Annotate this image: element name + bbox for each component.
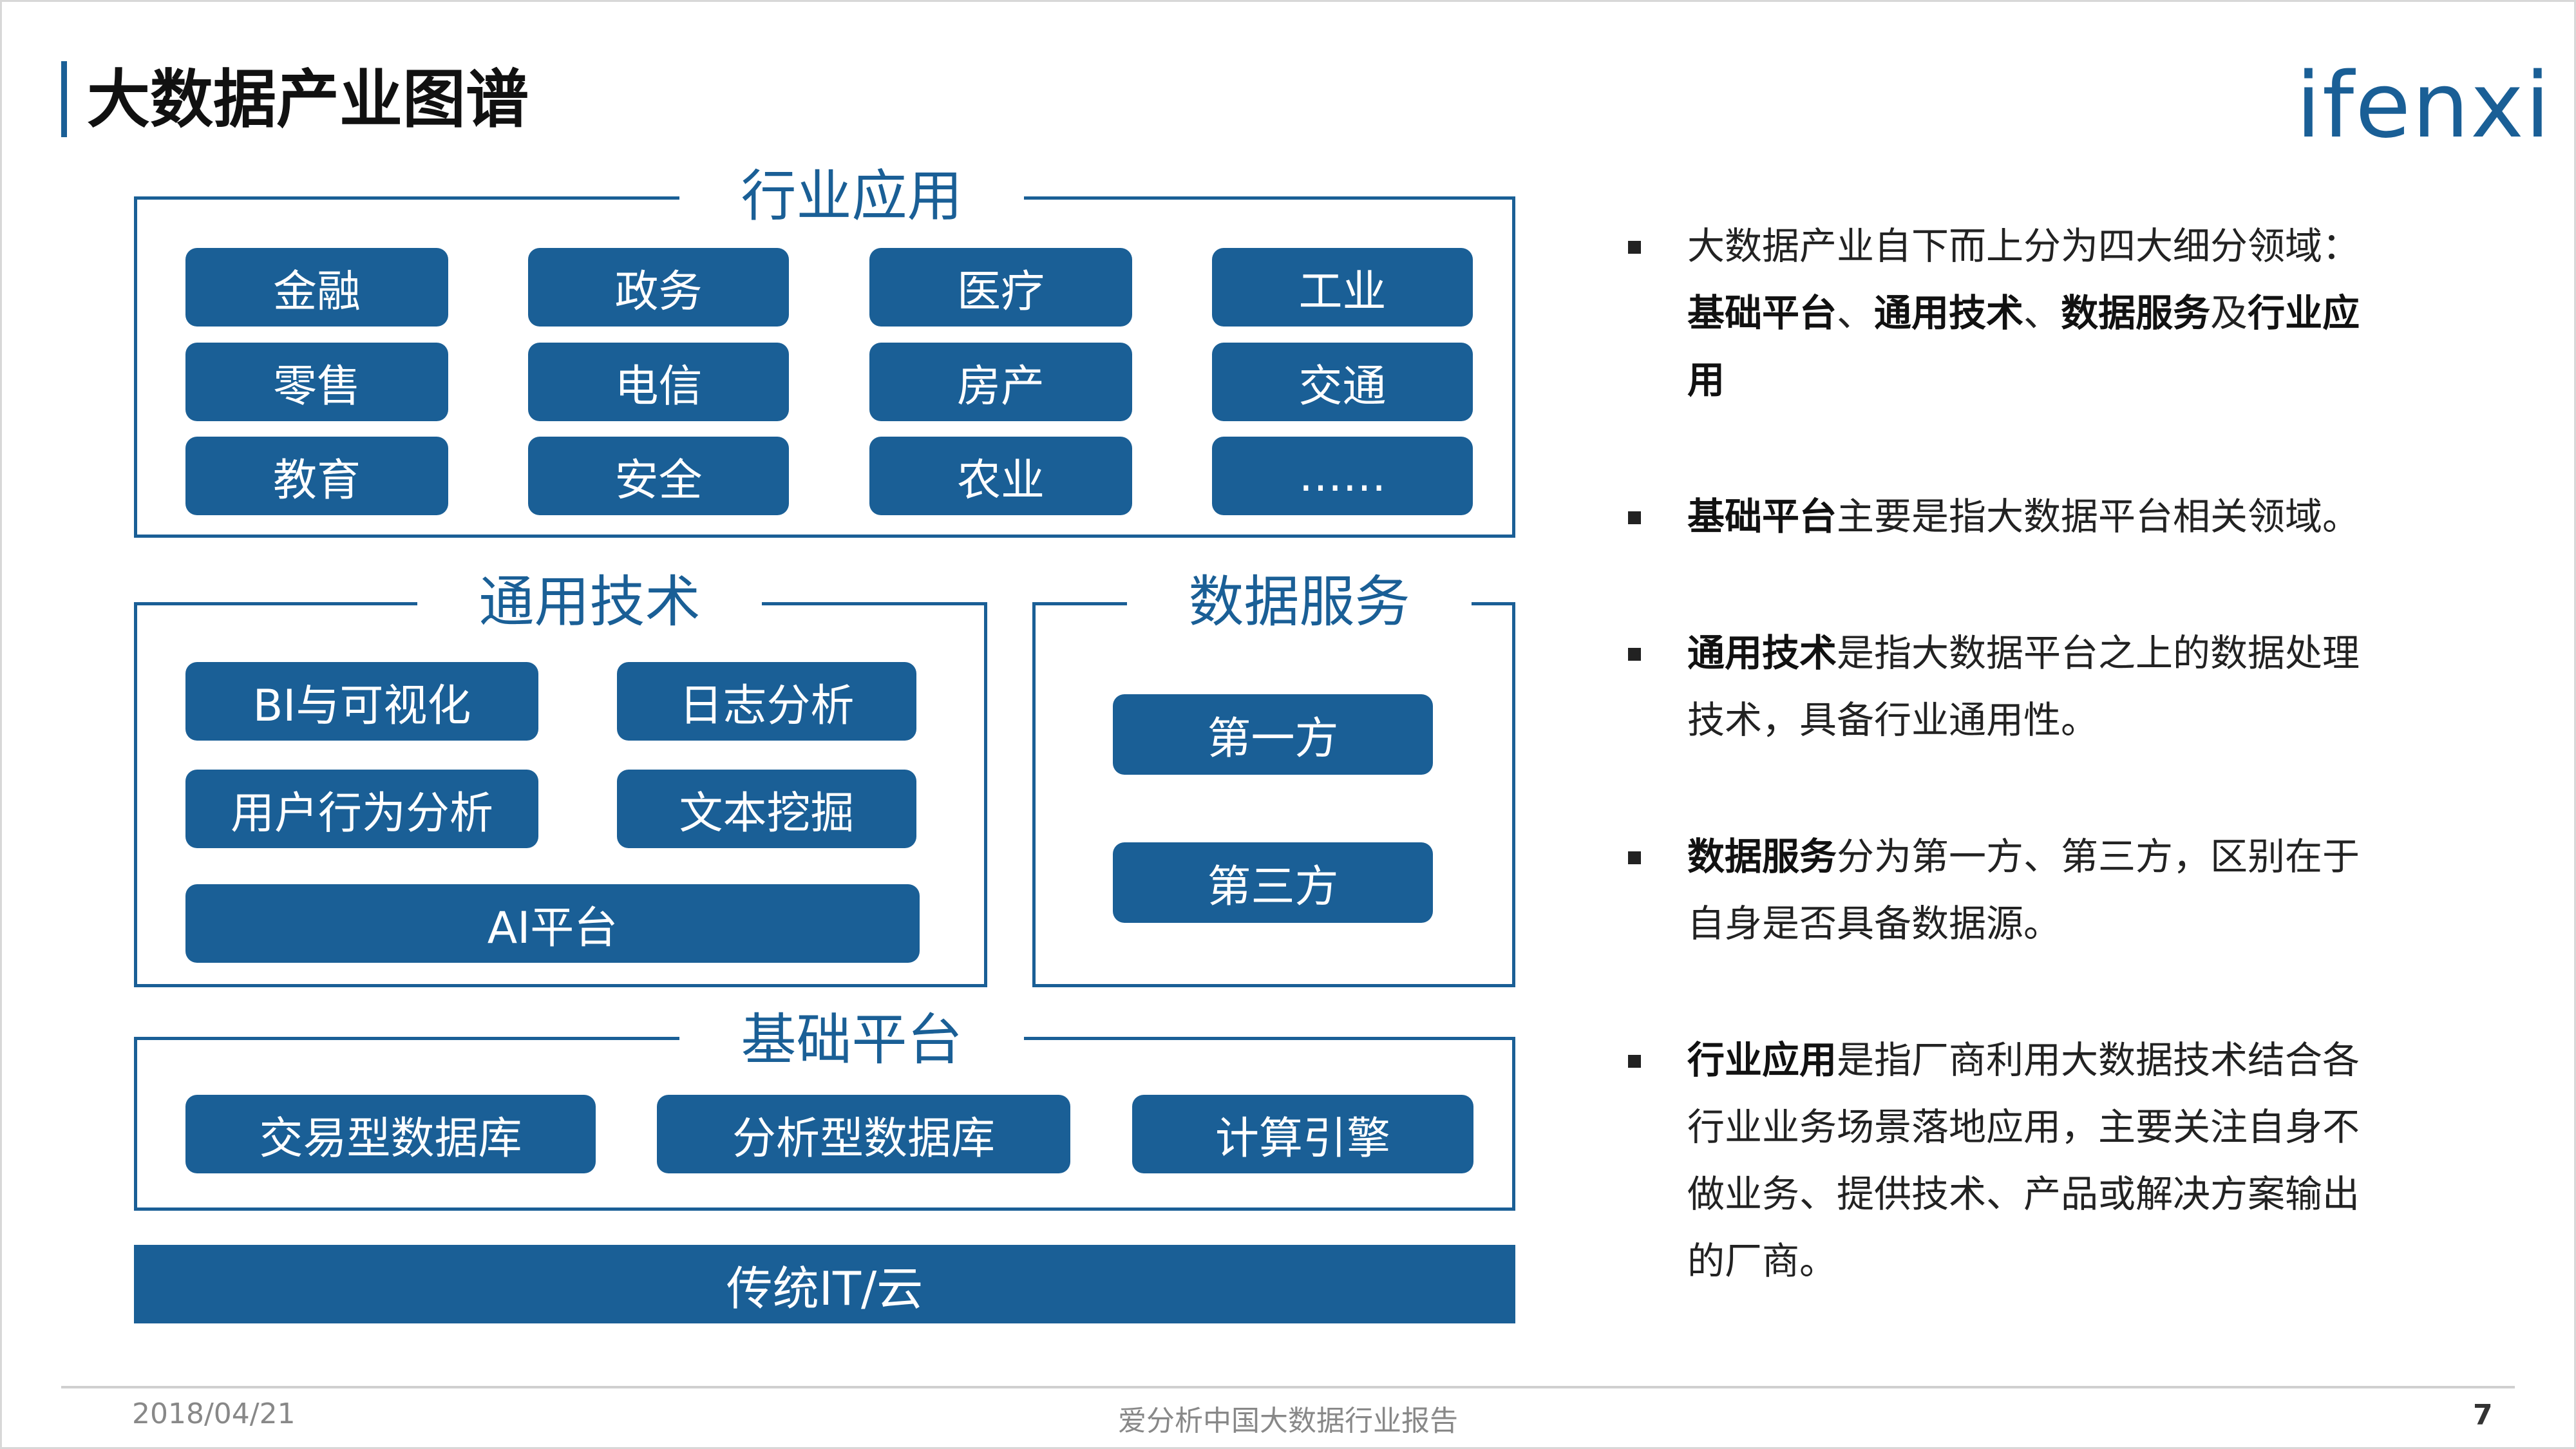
footer-report-title: 爱分析中国大数据行业报告 [1118,1405,1458,1437]
bullet-industry: 行业应用是指厂商利用大数据技术结合各行业业务场景落地应用，主要关注自身不做业务、… [1623,1027,2396,1294]
platform-item-transactional-db: 交易型数据库 [185,1095,596,1173]
industry-item-more: …… [1212,437,1473,515]
service-item-first-party: 第一方 [1113,694,1433,775]
bullet-square-icon [1628,648,1641,661]
bullet-square-icon [1628,241,1641,254]
bullet-square-icon [1628,1055,1641,1068]
bullet-platform: 基础平台主要是指大数据平台相关领域。 [1623,483,2396,550]
industry-item-manufacturing: 工业 [1212,248,1473,327]
bullet-service: 数据服务分为第一方、第三方，区别在于自身是否具备数据源。 [1623,823,2396,957]
industry-item-telecom: 电信 [528,343,789,421]
platform-item-compute-engine: 计算引擎 [1132,1095,1473,1173]
page-number: 7 [2473,1399,2493,1432]
title-accent-bar [61,61,67,137]
industry-item-security: 安全 [528,437,789,515]
bullet-overview: 大数据产业自下而上分为四大细分领域： 基础平台、通用技术、数据服务及行业应用 [1623,213,2396,413]
bullet-square-icon [1628,511,1641,524]
industry-item-agriculture: 农业 [869,437,1132,515]
footer-divider [61,1386,2515,1388]
industry-item-retail: 零售 [185,343,448,421]
industry-item-education: 教育 [185,437,448,515]
industry-item-healthcare: 医疗 [869,248,1132,327]
bullet-tech: 通用技术是指大数据平台之上的数据处理技术，具备行业通用性。 [1623,620,2396,753]
ifenxi-logo: ifenxi [2296,53,2552,158]
tech-item-text-mining: 文本挖掘 [617,770,916,848]
service-frame [1032,602,1515,987]
industry-item-finance: 金融 [185,248,448,327]
industry-frame-label: 行业应用 [679,161,1024,232]
industry-item-government: 政务 [528,248,789,327]
traditional-it-cloud-bar: 传统IT/云 [134,1245,1515,1323]
service-frame-label: 数据服务 [1127,567,1472,638]
bullet-square-icon [1628,851,1641,864]
tech-frame-label: 通用技术 [417,567,762,638]
platform-frame-label: 基础平台 [679,1005,1024,1075]
service-item-third-party: 第三方 [1113,842,1433,923]
page-title: 大数据产业图谱 [87,63,529,137]
industry-item-realestate: 房产 [869,343,1132,421]
footer-date: 2018/04/21 [132,1397,296,1430]
platform-item-analytical-db: 分析型数据库 [657,1095,1070,1173]
tech-item-ai-platform: AI平台 [185,884,920,963]
tech-item-user-behavior: 用户行为分析 [185,770,538,848]
tech-item-bi-visualization: BI与可视化 [185,662,538,741]
tech-item-log-analysis: 日志分析 [617,662,916,741]
description-bullets: 大数据产业自下而上分为四大细分领域： 基础平台、通用技术、数据服务及行业应用 基… [1623,213,2396,1364]
industry-item-transport: 交通 [1212,343,1473,421]
